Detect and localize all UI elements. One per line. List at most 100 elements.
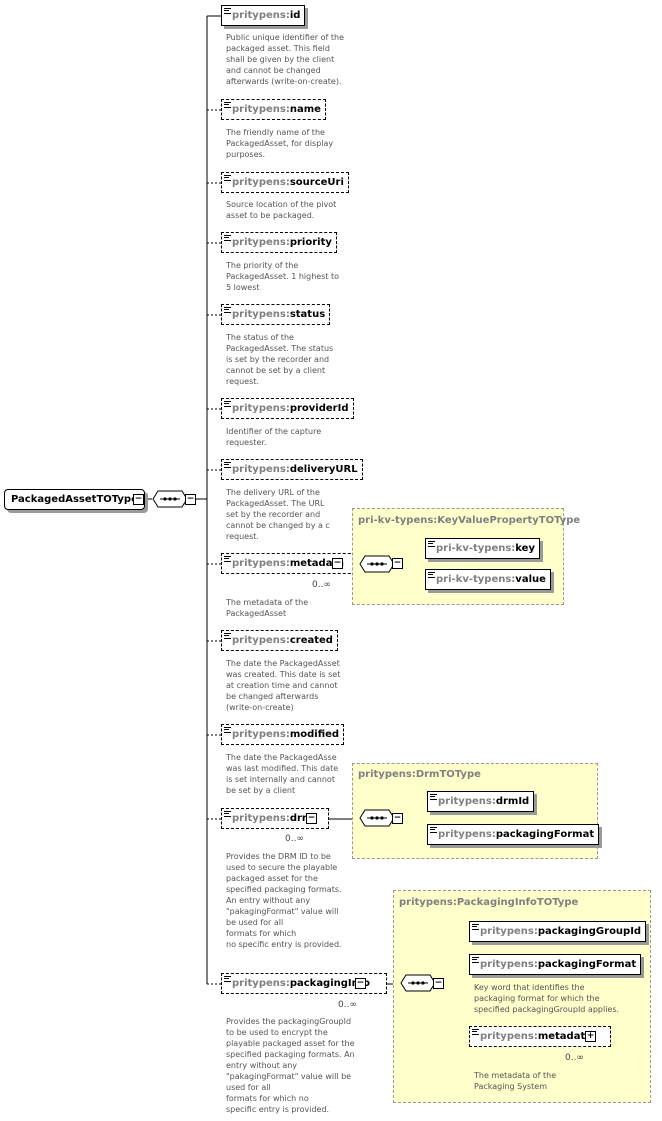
element-status[interactable]: pritypens:status: [221, 304, 331, 325]
element-name-label: packagingInfo: [289, 978, 370, 989]
element-name-label: deliveryURL: [289, 464, 358, 475]
element-name-label: drmId: [495, 796, 530, 807]
element-created[interactable]: pritypens:created: [221, 630, 338, 651]
element-description: The delivery URL of the PackagedAsset. T…: [226, 488, 330, 541]
element-name-label: status: [289, 309, 326, 320]
type-title: pritypens:DrmTOType: [358, 769, 481, 780]
element-prefix: pritypens:: [232, 813, 290, 824]
element-description: Provides the packagingGroupId to be used…: [226, 1017, 355, 1114]
annotation-icon: [224, 102, 231, 108]
element-drm[interactable]: pritypens:drm: [221, 808, 330, 829]
element-description: The date the PackagedAsse was last modif…: [226, 753, 339, 795]
cardinality-label: 0..∞: [312, 580, 331, 590]
annotation-icon: [224, 307, 231, 313]
element-name-label: priority: [289, 237, 332, 248]
annotation-icon: [430, 794, 437, 800]
annotation-icon: [224, 401, 231, 407]
cardinality-label: 0..∞: [338, 1000, 357, 1010]
element-description: Provides the DRM ID to be used to secure…: [226, 852, 342, 949]
element-name-label: name: [289, 104, 321, 115]
element-prefix: pritypens:: [232, 558, 290, 569]
element-metadata[interactable]: pritypens:metadata: [221, 553, 361, 574]
element-name-label: created: [289, 635, 333, 646]
annotation-icon: [224, 976, 231, 982]
type-title: pri-kv-typens:KeyValuePropertyTOType: [358, 515, 581, 526]
metadata-expand-toggle[interactable]: +: [585, 1031, 596, 1042]
element-name-label: packagingFormat: [537, 959, 637, 970]
element-priority[interactable]: pritypens:priority: [221, 232, 337, 253]
element-description: Source location of the pivot asset to be…: [226, 200, 337, 220]
type-title: pritypens:PackagingInfoTOType: [399, 897, 579, 908]
element-name-label: value: [515, 574, 546, 585]
root-collapse-toggle[interactable]: −: [133, 494, 144, 505]
annotation-icon: [224, 175, 231, 181]
packaginginfo-collapse-toggle[interactable]: −: [355, 978, 366, 989]
drm-collapse-toggle[interactable]: −: [306, 813, 317, 824]
element-description: The priority of the PackagedAsset. 1 hig…: [226, 261, 340, 292]
element-prefix: pritypens:: [232, 177, 290, 188]
sequence-collapse-toggle[interactable]: −: [392, 558, 403, 569]
element-name[interactable]: pritypens:name: [221, 99, 326, 120]
element-prefix: pritypens:: [232, 104, 290, 115]
element-name-label: key: [515, 543, 535, 554]
annotation-icon: [224, 462, 231, 468]
element-prefix: pri-kv-typens:: [436, 574, 516, 585]
sequence-collapse-toggle[interactable]: −: [433, 978, 444, 989]
element-packagingFormat[interactable]: pritypens:packagingFormat: [427, 824, 600, 845]
element-drmId[interactable]: pritypens:drmId: [427, 791, 535, 812]
element-description: Key word that identifies the packaging f…: [474, 983, 620, 1014]
element-key[interactable]: pri-kv-typens:key: [425, 538, 540, 559]
annotation-icon: [428, 541, 435, 547]
element-id[interactable]: pritypens:id: [221, 5, 306, 26]
annotation-icon: [430, 827, 437, 833]
annotation-icon: [224, 556, 231, 562]
sequence-collapse-toggle[interactable]: −: [185, 494, 196, 505]
element-prefix: pritypens:: [480, 1031, 538, 1042]
element-deliveryURL[interactable]: pritypens:deliveryURL: [221, 459, 363, 480]
annotation-icon: [224, 811, 231, 817]
element-description: The friendly name of the PackagedAsset, …: [226, 128, 334, 159]
element-packagingInfo[interactable]: pritypens:packagingInfo: [221, 973, 387, 994]
sequence-compositor-icon: [152, 490, 188, 508]
element-name-label: drm: [289, 813, 313, 824]
element-packagingFormat[interactable]: pritypens:packagingFormat: [469, 954, 642, 975]
element-modified[interactable]: pritypens:modified: [221, 724, 345, 745]
sequence-compositor-icon: [400, 974, 436, 992]
element-description: The metadata of the Packaging System: [474, 1071, 557, 1091]
element-metadata[interactable]: pritypens:metadata: [469, 1026, 611, 1047]
annotation-icon: [472, 924, 479, 930]
metadata-collapse-toggle[interactable]: −: [332, 558, 343, 569]
annotation-icon: [224, 727, 231, 733]
element-prefix: pritypens:: [232, 237, 290, 248]
cardinality-label: 0..∞: [285, 834, 304, 844]
element-prefix: pritypens:: [232, 10, 290, 21]
element-name: id: [289, 10, 301, 21]
element-sourceUri[interactable]: pritypens:sourceUri: [221, 172, 349, 193]
element-prefix: pritypens:: [480, 959, 538, 970]
annotation-icon: [472, 957, 479, 963]
sequence-compositor-icon: [359, 809, 395, 827]
sequence-collapse-toggle[interactable]: −: [392, 813, 403, 824]
element-name-label: packagingFormat: [495, 829, 595, 840]
root-element[interactable]: PackagedAssetTOType: [4, 489, 145, 510]
element-prefix: pritypens:: [232, 309, 290, 320]
annotation-icon: [428, 572, 435, 578]
element-packagingGroupId[interactable]: pritypens:packagingGroupId: [469, 921, 647, 942]
element-prefix: pritypens:: [438, 796, 496, 807]
element-prefix: pritypens:: [480, 926, 538, 937]
element-prefix: pritypens:: [232, 635, 290, 646]
annotation-icon: [224, 235, 231, 241]
element-description: The date the PackagedAsset was created. …: [226, 659, 341, 712]
element-prefix: pritypens:: [438, 829, 496, 840]
element-description: Identifier of the capture requester.: [226, 427, 322, 447]
element-name-label: providerId: [289, 403, 349, 414]
element-providerId[interactable]: pritypens:providerId: [221, 398, 354, 419]
sequence-compositor-icon: [359, 555, 395, 573]
element-value[interactable]: pri-kv-typens:value: [425, 569, 551, 590]
element-name-label: packagingGroupId: [537, 926, 642, 937]
element-name-label: metadata: [537, 1031, 592, 1042]
annotation-icon: [224, 633, 231, 639]
element-name-label: metadata: [289, 558, 344, 569]
element-description: The metadata of the PackagedAsset: [226, 598, 309, 618]
element-prefix: pritypens:: [232, 729, 290, 740]
